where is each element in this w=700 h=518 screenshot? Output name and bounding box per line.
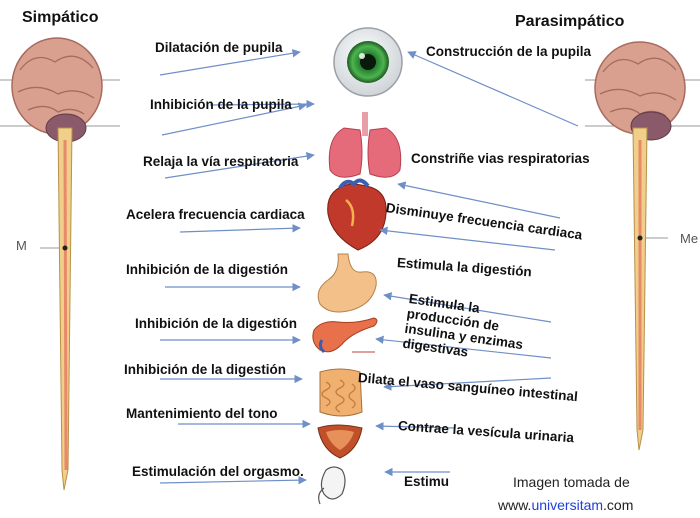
left-brain-spine bbox=[0, 37, 120, 491]
stomach-organ bbox=[317, 253, 377, 313]
genital-organ bbox=[318, 466, 346, 505]
image-credit-line1: Imagen tomada de bbox=[513, 474, 630, 490]
parasympathetic-label-pupil: Construcción de la pupila bbox=[426, 44, 592, 59]
credit-url-prefix: www. bbox=[498, 497, 532, 513]
credit-url-suffix: .com bbox=[603, 497, 634, 513]
heart-organ bbox=[327, 178, 387, 251]
parasympathetic-label-truncated: Estimu bbox=[404, 474, 450, 489]
image-credit-url[interactable]: www.universitam.com bbox=[498, 497, 633, 513]
sympathetic-label-digestion-1: Inhibición de la digestión bbox=[126, 262, 289, 277]
sympathetic-label-pupil-dilation: Dilatación de pupila bbox=[155, 40, 283, 55]
sympathetic-label-tone: Mantenimiento del tono bbox=[126, 406, 278, 421]
sympathetic-title: Simpático bbox=[22, 9, 99, 26]
parasympathetic-title: Parasimpático bbox=[515, 13, 625, 30]
bladder-organ bbox=[317, 424, 363, 459]
right-brain-spine bbox=[585, 41, 700, 451]
sympathetic-label-digestion-2: Inhibición de la digestión bbox=[135, 316, 298, 331]
credit-url-site: universitam bbox=[531, 497, 604, 513]
pancreas-organ bbox=[312, 317, 378, 354]
intestine-organ bbox=[319, 368, 363, 417]
sympathetic-label-heart: Acelera frecuencia cardiaca bbox=[126, 207, 305, 222]
parasympathetic-label-airway: Constriñe vias respiratorias bbox=[411, 151, 590, 166]
sympathetic-label-pupil-inhibition: Inhibición de la pupila bbox=[150, 97, 292, 112]
sympathetic-label-orgasm: Estimulación del orgasmo. bbox=[132, 464, 304, 479]
sympathetic-arrows bbox=[159, 49, 315, 485]
right-spine-mark: Me bbox=[680, 231, 699, 246]
left-spine-mark: M bbox=[16, 238, 27, 253]
sympathetic-label-digestion-3: Inhibición de la digestión bbox=[124, 362, 287, 377]
parasympathetic-arrows bbox=[375, 51, 579, 477]
sympathetic-label-airway: Relaja la vía respiratoria bbox=[143, 154, 299, 169]
lungs-organ bbox=[328, 112, 402, 178]
eye-organ bbox=[333, 27, 403, 97]
